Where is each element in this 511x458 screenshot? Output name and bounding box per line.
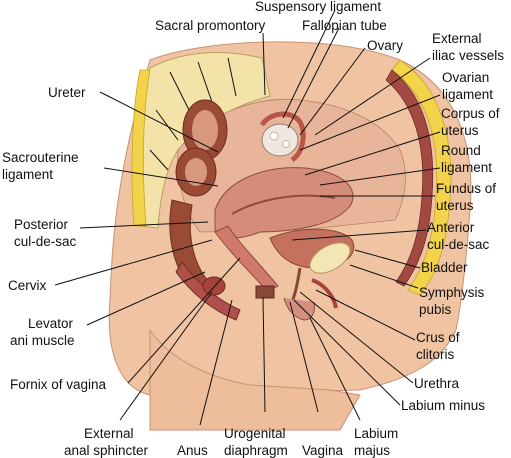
vagina (214, 225, 279, 293)
label-bladder: Bladder (421, 260, 468, 275)
label-posterior-cul-de-sac-line2: cul-de-sac (14, 234, 77, 249)
anal-sphincter (202, 276, 226, 296)
label-urethra: Urethra (414, 376, 460, 391)
anatomy-illustration (108, 41, 472, 431)
label-labium-minus: Labium minus (401, 398, 485, 413)
label-sacral-promontory: Sacral promontory (155, 18, 266, 33)
label-ovarian-ligament-line1: Ovarian (442, 70, 489, 85)
fallopian-tube (259, 111, 306, 163)
uterine-cavity (231, 194, 336, 215)
abdominal-muscle (385, 69, 434, 287)
label-vagina: Vagina (302, 443, 344, 458)
label-labium-majus-line1: Labium (354, 426, 398, 441)
label-corpus-of-uterus-line2: uterus (441, 123, 479, 138)
label-ovarian-ligament-line2: ligament (442, 87, 493, 102)
label-anterior-cul-de-sac-line1: Anterior (427, 220, 475, 235)
label-cervix: Cervix (8, 278, 47, 293)
label-sacrouterine-ligament-line1: Sacrouterine (2, 150, 79, 165)
label-external-iliac-vessels-line1: External (432, 31, 482, 46)
leader-lines (54, 9, 441, 426)
label-sacrouterine-ligament-line2: ligament (2, 167, 53, 182)
label-crus-of-clitoris-line1: Crus of (416, 330, 460, 345)
label-external-anal-sphincter-line2: anal sphincter (64, 443, 149, 458)
label-anus: Anus (177, 443, 208, 458)
label-urogenital-diaphragm-line1: Urogenital (224, 426, 286, 441)
label-ureter: Ureter (48, 85, 86, 100)
posterior-fat-layer (131, 69, 151, 227)
label-levator-ani-muscle-line1: Levator (28, 316, 74, 331)
label-symphysis-pubis-line2: pubis (419, 302, 452, 317)
label-levator-ani-muscle-line2: ani muscle (10, 333, 75, 348)
label-symphysis-pubis-line1: Symphysis (419, 285, 485, 300)
label-fundus-of-uterus-line1: Fundus of (436, 181, 496, 196)
crus-of-clitoris (311, 278, 338, 309)
label-labium-majus-line2: majus (354, 443, 390, 458)
label-anterior-cul-de-sac-line2: cul-de-sac (427, 237, 490, 252)
label-urogenital-diaphragm-line2: diaphragm (224, 443, 288, 458)
label-fundus-of-uterus-line2: uterus (436, 198, 474, 213)
labia (283, 297, 315, 321)
label-ovary: Ovary (367, 38, 403, 53)
label-fornix-of-vagina: Fornix of vagina (10, 377, 107, 392)
anterior-abdominal-wall (391, 59, 452, 296)
sacrum-segments (149, 57, 237, 171)
label-external-anal-sphincter-line1: External (84, 426, 134, 441)
label-round-ligament-line1: Round (441, 143, 481, 158)
label-crus-of-clitoris-line2: clitoris (416, 347, 455, 362)
uterus (214, 167, 354, 239)
symphysis-pubis (309, 242, 351, 274)
label-external-iliac-vessels-line2: iliac vessels (432, 48, 504, 63)
thigh-skin (149, 328, 361, 431)
label-posterior-cul-de-sac-line1: Posterior (14, 217, 69, 232)
urogenital-diaphragm (255, 285, 275, 299)
label-round-ligament-line2: ligament (441, 160, 492, 175)
label-corpus-of-uterus-line1: Corpus of (441, 106, 500, 121)
label-suspensory-ligament: Suspensory ligament (255, 0, 381, 14)
label-fallopian-tube: Fallopian tube (302, 18, 387, 33)
ovary (261, 123, 299, 157)
